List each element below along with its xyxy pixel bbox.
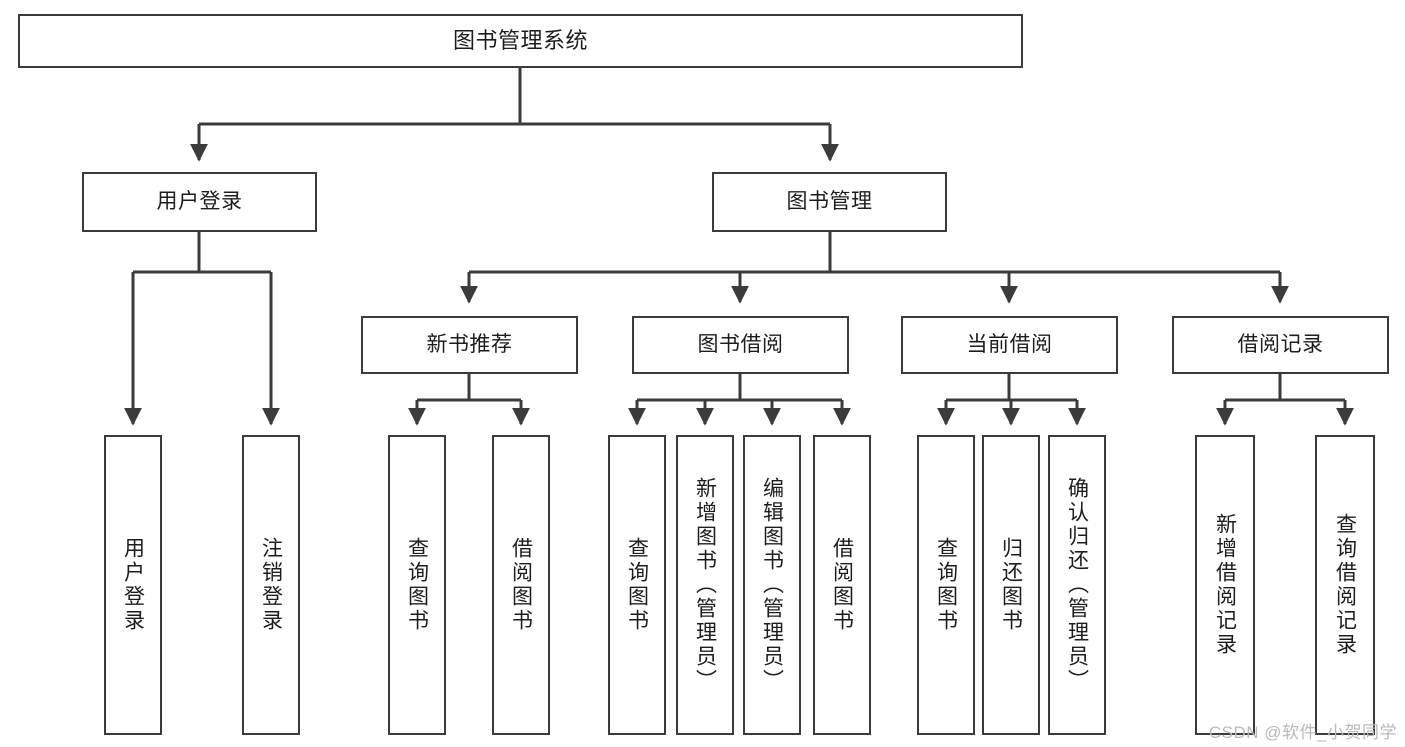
node-leaf-confirm-return-label: 确认归还（管理员） xyxy=(1065,477,1089,693)
node-leaf-confirm-return[interactable]: 确认归还（管理员） xyxy=(1048,435,1106,735)
node-leaf-return-book-label: 归还图书 xyxy=(999,537,1023,633)
node-leaf-edit-book[interactable]: 编辑图书（管理员） xyxy=(743,435,801,735)
node-leaf-borrow-book-2-label: 借阅图书 xyxy=(830,537,854,633)
node-borrow-record-label: 借阅记录 xyxy=(1237,332,1324,356)
node-leaf-query-book-1[interactable]: 查询图书 xyxy=(388,435,446,735)
node-new-book-recommend-label: 新书推荐 xyxy=(426,332,513,356)
node-leaf-query-record-label: 查询借阅记录 xyxy=(1333,513,1357,657)
node-book-management-label: 图书管理 xyxy=(786,189,873,213)
node-leaf-query-book-2-label: 查询图书 xyxy=(625,537,649,633)
node-leaf-logout-login[interactable]: 注销登录 xyxy=(242,435,300,735)
node-root[interactable]: 图书管理系统 xyxy=(18,14,1023,68)
node-book-management[interactable]: 图书管理 xyxy=(712,172,947,232)
node-leaf-query-book-2[interactable]: 查询图书 xyxy=(608,435,666,735)
node-current-borrow-label: 当前借阅 xyxy=(966,332,1053,356)
node-leaf-user-login[interactable]: 用户登录 xyxy=(104,435,162,735)
node-leaf-return-book[interactable]: 归还图书 xyxy=(982,435,1040,735)
node-borrow-record[interactable]: 借阅记录 xyxy=(1172,316,1389,374)
node-current-borrow[interactable]: 当前借阅 xyxy=(901,316,1118,374)
node-leaf-query-book-1-label: 查询图书 xyxy=(405,537,429,633)
node-leaf-add-book-label: 新增图书（管理员） xyxy=(693,477,717,693)
node-leaf-borrow-book-1-label: 借阅图书 xyxy=(509,537,533,633)
node-leaf-user-login-label: 用户登录 xyxy=(121,537,145,633)
node-user-login-label: 用户登录 xyxy=(156,189,243,213)
node-leaf-edit-book-label: 编辑图书（管理员） xyxy=(760,477,784,693)
node-new-book-recommend[interactable]: 新书推荐 xyxy=(361,316,578,374)
node-leaf-add-book[interactable]: 新增图书（管理员） xyxy=(676,435,734,735)
node-leaf-logout-login-label: 注销登录 xyxy=(259,537,283,633)
node-leaf-borrow-book-2[interactable]: 借阅图书 xyxy=(813,435,871,735)
node-leaf-add-record-label: 新增借阅记录 xyxy=(1213,513,1237,657)
node-book-borrow-label: 图书借阅 xyxy=(697,332,784,356)
node-leaf-query-record[interactable]: 查询借阅记录 xyxy=(1315,435,1375,735)
node-leaf-query-book-3-label: 查询图书 xyxy=(934,537,958,633)
node-leaf-add-record[interactable]: 新增借阅记录 xyxy=(1195,435,1255,735)
node-leaf-query-book-3[interactable]: 查询图书 xyxy=(917,435,975,735)
node-user-login[interactable]: 用户登录 xyxy=(82,172,317,232)
node-root-label: 图书管理系统 xyxy=(452,28,588,54)
node-leaf-borrow-book-1[interactable]: 借阅图书 xyxy=(492,435,550,735)
node-book-borrow[interactable]: 图书借阅 xyxy=(632,316,849,374)
